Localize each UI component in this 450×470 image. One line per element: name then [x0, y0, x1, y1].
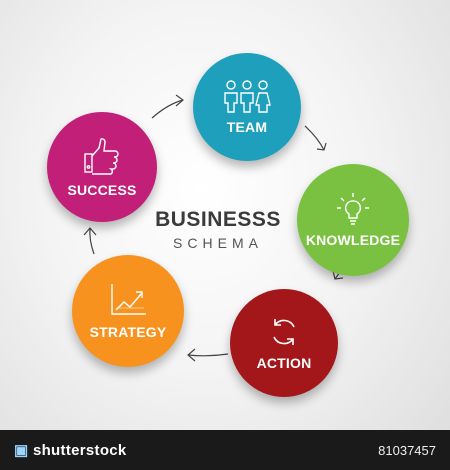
node-knowledge: KNOWLEDGE — [297, 164, 409, 276]
refresh-icon — [273, 319, 295, 345]
node-action: ACTION — [230, 289, 338, 397]
node-strategy: STRATEGY — [72, 255, 184, 367]
brand-logo: ▣ shutterstock — [14, 441, 127, 459]
image-id: 81037457 — [378, 442, 436, 458]
arrow-strategy-to-success — [89, 227, 95, 255]
brand-name: shutterstock — [32, 442, 127, 459]
growth-chart-icon — [111, 284, 146, 315]
success-label: SUCCESS — [67, 182, 137, 198]
stock-footer: ▣ shutterstock 81037457 — [0, 430, 450, 470]
diagram-subtitle: SCHEMA — [173, 235, 263, 251]
node-team: TEAM — [193, 53, 301, 161]
arrow-action-to-strategy — [187, 353, 229, 357]
node-success: SUCCESS — [47, 112, 157, 222]
arrow-success-to-team — [151, 99, 184, 119]
people-icon — [224, 80, 271, 113]
strategy-label: STRATEGY — [89, 324, 167, 340]
thumbs-up-icon — [84, 138, 119, 175]
arrow-team-to-knowledge — [304, 125, 325, 151]
action-label: ACTION — [256, 355, 312, 371]
diagram-title: BUSINESSS — [155, 208, 281, 231]
lightbulb-icon — [337, 193, 369, 225]
team-label: TEAM — [226, 119, 268, 135]
brand-mark-icon: ▣ — [14, 442, 33, 459]
business-schema-diagram: TEAM KNOWLEDGE ACTION STRATEGY — [47, 53, 409, 397]
knowledge-label: KNOWLEDGE — [305, 232, 401, 248]
